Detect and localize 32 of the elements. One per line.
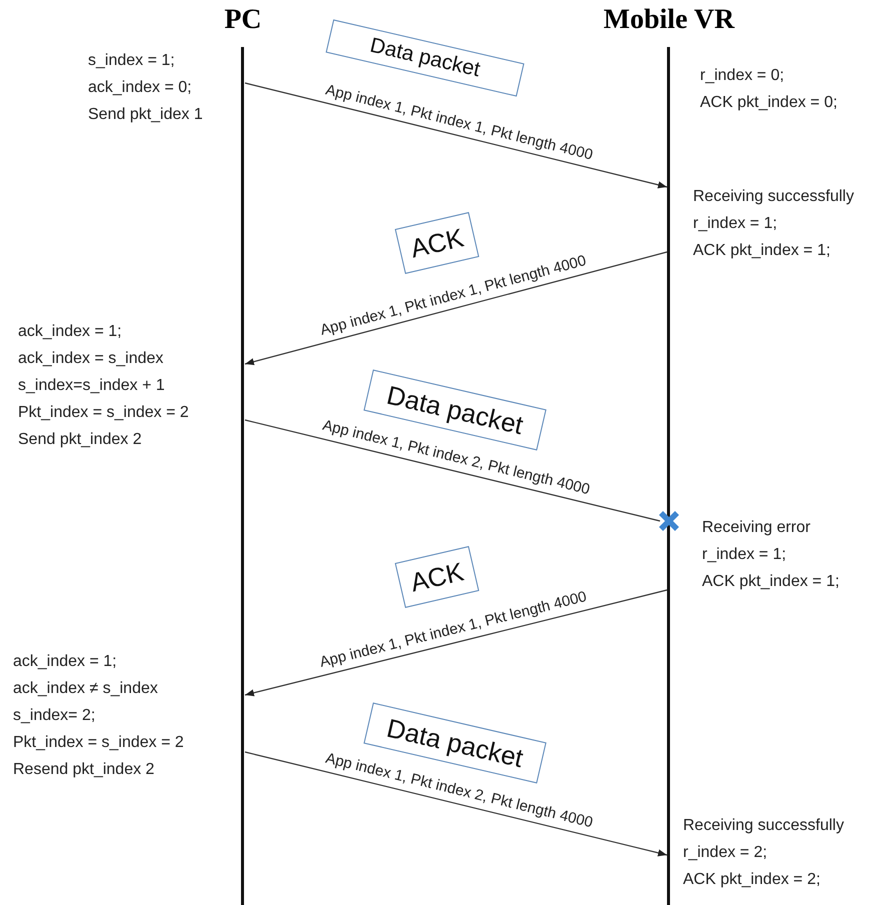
message-arrow <box>244 751 668 856</box>
message-box: ACK <box>394 212 480 274</box>
note-text: Resend pkt_index 2 <box>13 760 154 780</box>
note-text: ack_index ≠ s_index <box>13 679 158 699</box>
note-text: Pkt_index = s_index = 2 <box>13 733 184 753</box>
message-arrow <box>244 589 668 696</box>
lifeline-title: Mobile VR <box>602 4 736 36</box>
note-text: ACK pkt_index = 0; <box>700 93 838 113</box>
note-text: ACK pkt_index = 1; <box>702 572 840 592</box>
note-text: r_index = 0; <box>700 66 784 86</box>
note-text: Send pkt_index 2 <box>18 430 142 450</box>
message-arrow <box>244 82 668 188</box>
note-text: s_index=s_index + 1 <box>18 376 165 396</box>
note-text: r_index = 1; <box>693 214 778 234</box>
note-text: ack_index = 0; <box>88 78 192 98</box>
note-text: ack_index = s_index <box>18 349 164 369</box>
lifeline-title: PC <box>223 4 263 36</box>
note-text: Pkt_index = s_index = 2 <box>18 403 189 423</box>
note-text: Receiving error <box>702 518 810 538</box>
note-text: Receiving successfully <box>693 187 854 207</box>
note-text: s_index= 2; <box>13 706 96 726</box>
note-text: ACK pkt_index = 2; <box>683 870 820 890</box>
message-arrow <box>244 251 668 366</box>
note-text: s_index = 1; <box>88 51 175 71</box>
message-box: ACK <box>394 546 480 608</box>
note-text: ack_index = 1; <box>13 652 117 672</box>
note-text: ACK pkt_index = 1; <box>693 241 830 261</box>
note-text: Send pkt_idex 1 <box>88 105 203 125</box>
note-text: r_index = 2; <box>683 843 768 863</box>
note-text: ack_index = 1; <box>18 322 122 342</box>
note-text: Receiving successfully <box>683 816 844 836</box>
note-text: r_index = 1; <box>702 545 786 565</box>
